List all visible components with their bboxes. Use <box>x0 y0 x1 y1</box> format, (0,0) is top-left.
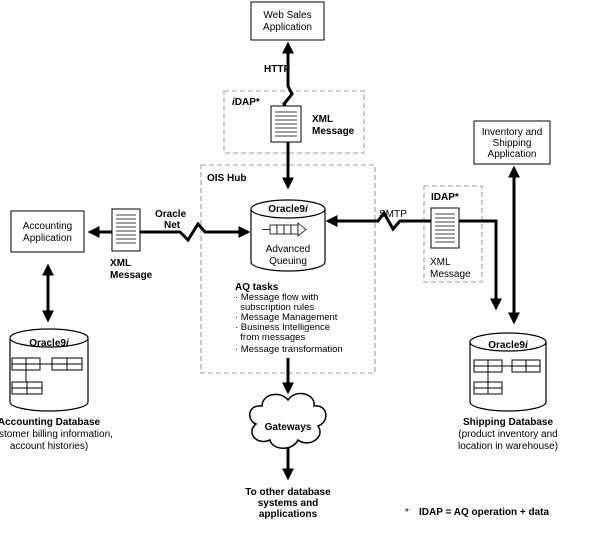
xml-message-top-icon <box>270 105 302 143</box>
advanced-queuing-database <box>250 199 326 272</box>
accounting-database <box>9 328 89 412</box>
footnote-star: * <box>405 507 409 518</box>
inventory-line3: Application <box>488 149 537 160</box>
left-db-caption1: Accounting Database <box>0 417 101 428</box>
oracle-net-line2: Net <box>164 220 181 231</box>
table-icon <box>473 359 541 395</box>
xml-top-line1: XML <box>312 114 333 125</box>
idap-top-label: iDAP* <box>232 97 260 108</box>
web-sales-application: Web Sales Application <box>250 1 325 41</box>
hub-db-brand: Oracle9i <box>268 204 308 215</box>
web-sales-line1: Web Sales <box>263 10 311 21</box>
aq-tasks-list: AQ tasks · Message flow with subscriptio… <box>235 282 343 355</box>
bottom-caption-line3: applications <box>259 509 318 520</box>
oracle-net-line1: Oracle <box>155 209 187 220</box>
web-sales-line2: Application <box>263 22 312 33</box>
aq-task-item: · Message transformation <box>235 344 343 355</box>
xml-left-line1: XML <box>110 258 131 269</box>
accounting-app-line1: Accounting <box>23 221 72 232</box>
left-db-brand: Oracle9i <box>29 338 69 349</box>
hub-db-line2: Queuing <box>269 256 307 267</box>
right-db-caption1: Shipping Database <box>463 417 553 428</box>
idap-right-label: IDAP* <box>431 192 459 203</box>
shipping-database <box>469 332 547 412</box>
xml-message-right-icon <box>430 207 460 249</box>
http-label: HTTP <box>264 64 290 75</box>
hub-db-line1: Advanced <box>266 244 310 255</box>
inventory-shipping-application: Inventory and Shipping Application <box>473 120 551 165</box>
aq-task-item: · Business Intelligence <box>235 322 330 333</box>
right-db-brand: Oracle9i <box>488 340 528 351</box>
bottom-caption-line1: To other database <box>245 487 331 498</box>
aq-task-item: from messages <box>235 332 305 343</box>
ois-hub-label: OIS Hub <box>207 173 246 184</box>
bottom-caption-line2: systems and <box>258 498 319 509</box>
hub-to-shipping-line <box>325 210 502 311</box>
table-icon <box>11 357 83 395</box>
right-db-caption2: (product inventory and <box>458 429 558 440</box>
xml-right-line1: XML <box>430 257 451 268</box>
aq-task-item: · Message flow with <box>235 292 318 303</box>
footnote-text: IDAP = AQ operation + data <box>419 507 549 518</box>
accounting-application: Accounting Application <box>10 210 85 253</box>
left-db-caption2: (customer billing information, <box>0 429 113 440</box>
xml-right-line2: Message <box>430 269 471 280</box>
idap-top-region <box>223 90 365 154</box>
inventory-line2: Shipping <box>493 138 532 149</box>
gateways-label: Gateways <box>265 422 312 433</box>
inventory-line1: Inventory and <box>482 127 543 138</box>
right-db-caption3: location in warehouse) <box>458 441 558 452</box>
aq-tasks-title: AQ tasks <box>235 282 279 293</box>
left-db-caption3: account histories) <box>10 441 88 452</box>
aq-task-item: subscription rules <box>235 302 314 313</box>
hub-to-accounting-line <box>87 221 251 243</box>
accounting-app-line2: Application <box>23 233 72 244</box>
gateways-cloud <box>249 392 327 449</box>
aq-task-item: · Message Management <box>235 312 338 323</box>
queue-icon <box>262 222 307 237</box>
xml-left-line2: Message <box>110 270 153 281</box>
smtp-label: SMTP <box>379 209 407 220</box>
xml-top-line2: Message <box>312 126 355 137</box>
xml-message-left-icon <box>111 208 141 252</box>
